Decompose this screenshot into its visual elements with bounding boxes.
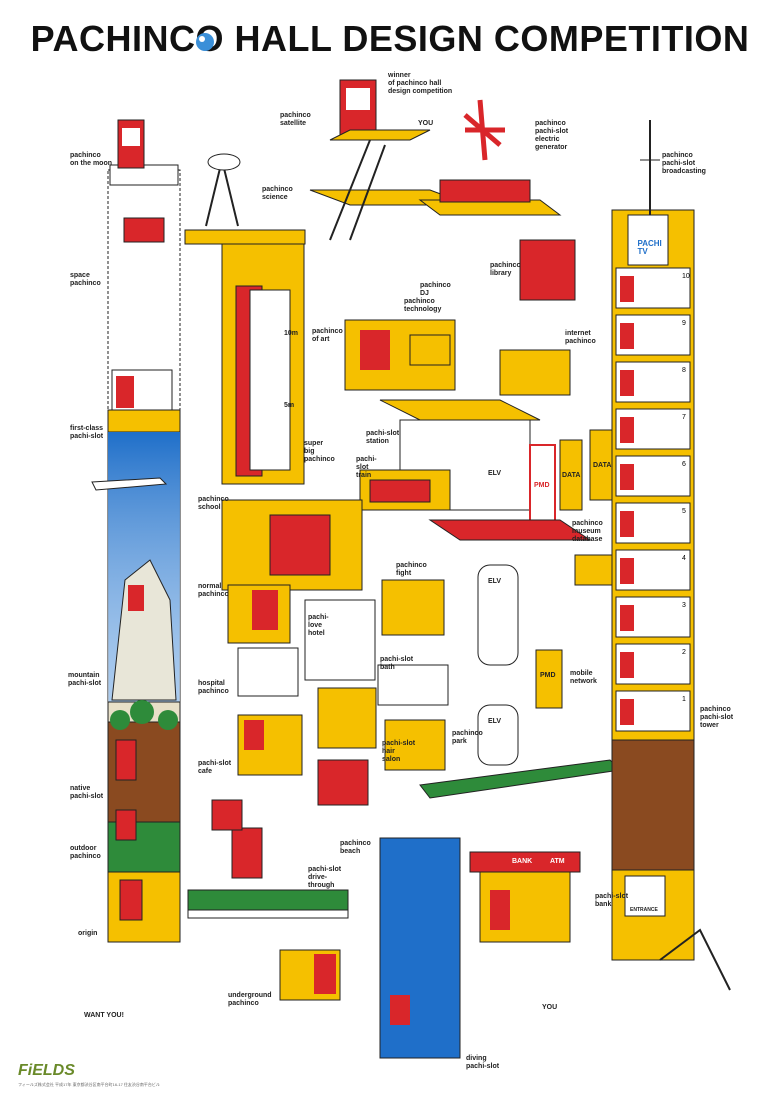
label-tower: pachinco pachi-slot tower (700, 706, 734, 729)
label-dj: pachinco DJ (420, 282, 451, 297)
elv-pod-2 (477, 704, 519, 766)
top-blocks (184, 79, 562, 485)
label-station: pachi-slot station (366, 430, 400, 445)
label-diving: diving pachi-slot (466, 1055, 500, 1070)
label-super-big: super big pachinco (304, 440, 335, 463)
label-mobile: mobile network (570, 670, 597, 685)
label-hospital: hospital pachinco (198, 680, 229, 695)
sign-pmd-1: PMD (534, 482, 550, 489)
label-outdoor: outdoor pachinco (70, 845, 101, 860)
label-library: pachinco library (490, 262, 521, 277)
label-park: pachinco park (452, 730, 483, 745)
label-internet: internet pachinco (565, 330, 596, 345)
label-school: pachinco school (198, 496, 229, 511)
label-native: native pachi-slot (70, 785, 104, 800)
pachinco-machine (620, 558, 634, 584)
sign-pachi-text: PACHI (637, 239, 662, 248)
lower-left-cluster (187, 579, 449, 1001)
sign-5m: 5m (284, 402, 295, 409)
elv-pod-1 (477, 564, 519, 666)
floor-number: 3 (682, 602, 686, 609)
label-underground: underground pachinco (228, 992, 272, 1007)
label-train: pachi- slot train (356, 456, 377, 479)
label-mountain: mountain pachi-slot (68, 672, 102, 687)
pachinco-machine (620, 370, 634, 396)
label-art: pachinco of art (312, 328, 343, 343)
pachinco-machine (620, 652, 634, 678)
sign-data-2: DATA (593, 462, 612, 469)
floor-number: 5 (682, 508, 686, 515)
fields-logo: FiELDS (18, 1062, 75, 1079)
label-space: space pachinco (70, 272, 101, 287)
middle-blocks (221, 239, 636, 591)
label-drive-through: pachi-slot drive- through (308, 866, 342, 889)
label-broadcasting: pachinco pachi-slot broadcasting (662, 152, 706, 175)
label-satellite: pachinco satellite (280, 112, 311, 127)
sign-bank: BANK (512, 858, 533, 865)
label-fight: pachinco fight (396, 562, 427, 577)
sign-pmd-2: PMD (540, 672, 556, 679)
pachinco-machine (620, 699, 634, 725)
floor-number: 7 (682, 414, 686, 421)
label-generator: pachinco pachi-slot electric generator (535, 120, 569, 151)
tower-floors: 10 9 8 7 6 5 4 3 2 1 (615, 267, 691, 732)
pachinco-machine (620, 417, 634, 443)
sign-elv-2: ELV (488, 578, 502, 585)
tower-base (611, 739, 695, 871)
label-hair-salon: pachi-slot hair salon (382, 740, 416, 763)
label-technology: pachinco technology (404, 298, 442, 313)
sign-data-1: DATA (562, 472, 581, 479)
floor-number: 1 (682, 696, 686, 703)
label-origin: origin (78, 930, 98, 937)
sign-tv-text: TV (637, 247, 648, 256)
sign-elv-3: ELV (488, 718, 502, 725)
label-on-the-moon: pachinco on the moon (70, 152, 112, 167)
label-normal: normal pachinco (198, 583, 229, 598)
mobile-phone (535, 649, 563, 709)
floor-number: 2 (682, 649, 686, 656)
floor-number: 6 (682, 461, 686, 468)
label-winner: winner of pachinco hall design competiti… (388, 72, 453, 95)
moon-icon (196, 33, 214, 51)
label-you-bottom: YOU (542, 1004, 558, 1011)
pachinco-machine (620, 323, 634, 349)
label-bank: pachi-slot bank (595, 893, 629, 908)
pachinco-machine (620, 276, 634, 302)
sign-elv-1: ELV (488, 470, 502, 477)
label-beach: pachinco beach (340, 840, 371, 855)
floor-number: 10 (682, 273, 690, 280)
left-column (91, 119, 181, 943)
floor-number: 4 (682, 555, 686, 562)
floor-number: 8 (682, 367, 686, 374)
label-bath: pachi-slot bath (380, 656, 414, 671)
label-love-hotel: pachi- love hotel (308, 614, 329, 637)
sign-10m: 10m (284, 330, 299, 337)
label-cafe: pachi-slot cafe (198, 760, 232, 775)
label-museum: pachinco museum database (572, 520, 603, 543)
sign-entrance: ENTRANCE (630, 907, 658, 913)
label-want-you: WANT YOU! (84, 1012, 124, 1019)
page-title: PACHINCO HALL DESIGN COMPETITION (30, 18, 750, 59)
sign-pachi-tv: PACHI TV (633, 232, 662, 256)
label-you-top: YOU (418, 120, 434, 127)
label-first-class: first-class pachi-slot (70, 425, 104, 440)
floor-number: 9 (682, 320, 686, 327)
pachinco-machine (620, 511, 634, 537)
pachinco-machine (620, 605, 634, 631)
park-and-diving (379, 564, 622, 1059)
sign-atm: ATM (550, 858, 565, 865)
fine-print: フィールズ株式会社 平成17年 東京都渋谷区南平台町16-17 住友渋谷南平台ビ… (18, 1082, 160, 1087)
label-science: pachinco science (262, 186, 293, 201)
pachinco-machine (620, 464, 634, 490)
